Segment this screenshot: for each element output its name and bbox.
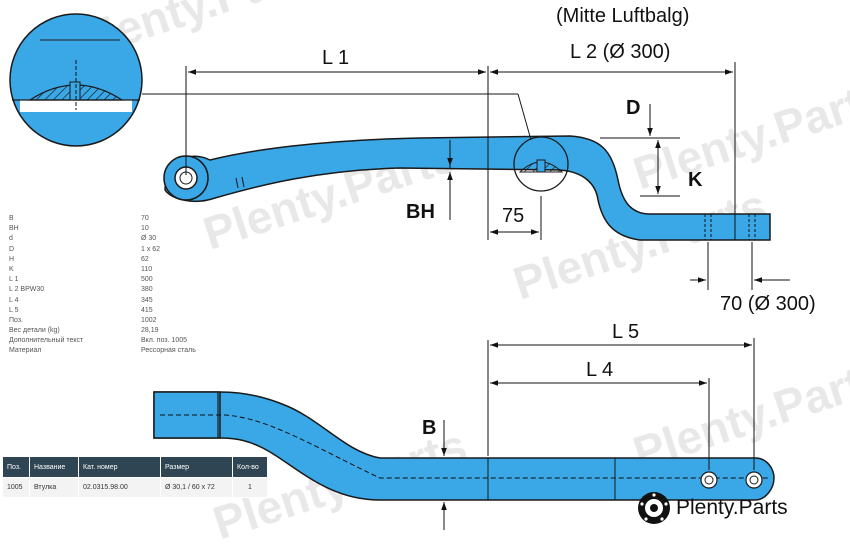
param-key: L 2 BPW30	[9, 286, 45, 294]
param-key: Материал	[9, 347, 42, 355]
dim-label-k: K	[688, 169, 703, 191]
param-value: 380	[141, 286, 153, 294]
dim-label-bh: BH	[406, 201, 435, 223]
col-header: Название	[29, 456, 79, 478]
param-value: 110	[141, 265, 153, 273]
dim-label-l5: L 5	[612, 321, 639, 343]
param-value: 415	[141, 306, 153, 314]
table-row: 1005 Втулка 02.0315.98.00 Ø 30,1 / 60 x …	[2, 477, 268, 498]
param-key: L 1	[9, 276, 19, 284]
table-cell: 1	[232, 477, 268, 498]
table-cell: 02.0315.98.00	[78, 477, 161, 498]
param-row: d Ø 30	[9, 234, 239, 244]
table-cell: Втулка	[29, 477, 79, 498]
param-value: 1002	[141, 316, 157, 324]
param-key: B	[9, 215, 14, 222]
param-row: L 1 500	[9, 275, 239, 285]
param-value: 28,19	[141, 327, 159, 335]
magnified-detail	[9, 13, 532, 147]
param-row: L 5 415	[9, 306, 239, 316]
param-value: 500	[141, 276, 153, 284]
spring-plan-view	[153, 391, 775, 501]
param-key: d	[9, 235, 13, 243]
table-cell: 1005	[2, 477, 30, 498]
param-row: H 62	[9, 255, 239, 265]
param-value: Ø 30	[141, 235, 157, 243]
top-dimensions	[185, 62, 790, 290]
brand-name: Plenty.Parts	[676, 496, 788, 519]
col-header: Кат. номер	[78, 456, 161, 478]
param-row: K 110	[9, 265, 239, 275]
dim-label-l2: L 2 (Ø 300)	[570, 41, 670, 63]
watermark-text: Plenty.Parts	[507, 179, 773, 310]
col-header: Поз.	[2, 456, 30, 478]
parts-table-header-row: Поз. Название Кат. номер Размер Кол-во	[2, 456, 268, 478]
param-key: Дополнительный текст	[9, 337, 84, 345]
dim-label-75: 75	[502, 205, 524, 227]
param-key: D	[9, 245, 15, 253]
brake-disc-icon	[638, 492, 670, 524]
param-row: Дополнительный текст Вкл. поз. 1005	[9, 336, 239, 346]
watermark-text: Plenty.Parts	[627, 69, 850, 200]
col-header: Размер	[160, 456, 233, 478]
param-row: D 1 x 62	[9, 245, 239, 255]
param-row: Вес детали (kg) 28,19	[9, 326, 239, 336]
param-value: 70	[141, 215, 149, 222]
param-key: K	[9, 265, 14, 273]
param-row: Материал Рессорная сталь	[9, 346, 239, 356]
dim-label-d: D	[626, 97, 640, 119]
param-value: 345	[141, 296, 153, 304]
dim-label-b: B	[422, 417, 436, 439]
center-bolt-detail-circle	[513, 136, 569, 192]
param-value: 1 x 62	[141, 245, 161, 253]
spring-leaf-body	[164, 135, 771, 241]
dim-label-l1: L 1	[322, 47, 349, 69]
param-row: Поз. 1002	[9, 316, 239, 326]
param-key: BH	[9, 225, 19, 233]
param-row: L 2 BPW30 380	[9, 285, 239, 295]
param-value: Рессорная сталь	[141, 347, 196, 355]
param-key: L 5	[9, 306, 19, 314]
spring-plan-body	[153, 391, 775, 501]
title-top-label: (Mitte Luftbalg)	[556, 5, 689, 27]
param-key: Вес детали (kg)	[9, 327, 60, 335]
param-value: 62	[141, 255, 149, 263]
param-row: BH 10	[9, 224, 239, 234]
param-key: H	[9, 255, 15, 263]
param-row: L 4 345	[9, 296, 239, 306]
col-header: Кол-во	[232, 456, 268, 478]
dim-label-l4: L 4	[586, 359, 613, 381]
table-cell: Ø 30,1 / 60 x 72	[160, 477, 233, 498]
param-key: Поз.	[9, 316, 23, 324]
param-value: Вкл. поз. 1005	[141, 337, 188, 345]
parts-table: Поз. Название Кат. номер Размер Кол-во 1…	[2, 456, 268, 498]
dim-label-70: 70 (Ø 300)	[720, 293, 816, 315]
param-value: 10	[141, 225, 149, 233]
brand-logo: Plenty.Parts	[636, 490, 788, 526]
bottom-dimensions	[441, 338, 755, 530]
param-key: L 4	[9, 296, 19, 304]
spring-side-view	[163, 135, 771, 241]
param-row: B 70	[9, 214, 239, 224]
